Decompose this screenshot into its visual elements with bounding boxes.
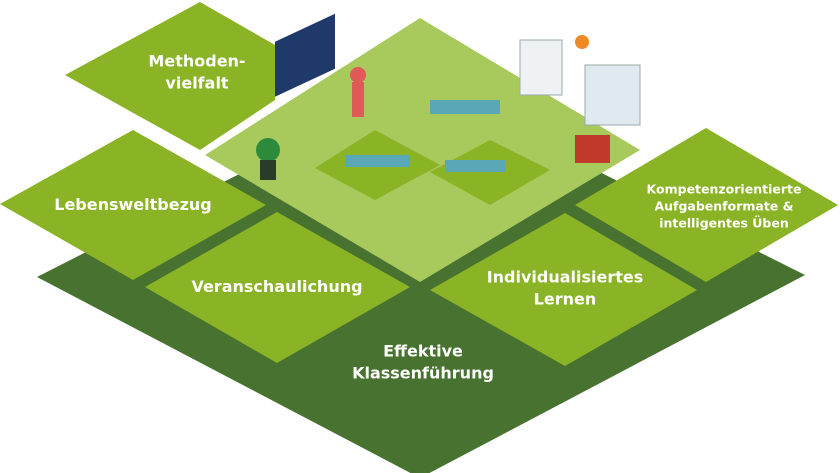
kompetenz-tile <box>575 128 838 282</box>
individualisiert-line1: Individualisiertes <box>486 267 644 287</box>
teacher-body-icon <box>352 82 364 117</box>
whiteboard-icon <box>519 39 563 96</box>
methoden-label: Methoden- vielfalt <box>148 50 245 93</box>
veranschaulichung-tile <box>145 212 410 363</box>
kompetenz-label: Kompetenzorientierte Aufgabenformate & i… <box>647 182 802 233</box>
emoji-icon <box>575 35 589 49</box>
plant-pot-icon <box>260 160 276 180</box>
individualisiert-tile <box>430 213 697 366</box>
screen-icon <box>584 64 641 126</box>
foundation-label: Effektive Klassenführung <box>352 340 494 383</box>
foundation-line2: Klassenführung <box>352 363 494 382</box>
individualisiert-line2: Lernen <box>533 289 597 308</box>
books-icon <box>575 135 610 163</box>
kompetenz-line3: intelligentes Üben <box>659 215 789 231</box>
plant-icon <box>256 138 280 162</box>
kompetenz-line1: Kompetenzorientierte <box>646 181 802 197</box>
chalkboard-icon <box>275 13 335 97</box>
rug-right <box>430 140 550 205</box>
lebenswelt-tile <box>0 130 266 280</box>
desk-icon <box>345 155 410 167</box>
kompetenz-line2: Aufgabenformate & <box>654 198 794 214</box>
methoden-line1: Methoden- <box>148 51 246 71</box>
lebenswelt-label: Lebensweltbezug <box>54 195 212 215</box>
individualisiert-label: Individualisiertes Lernen <box>487 266 644 309</box>
methoden-tile <box>65 2 275 150</box>
teacher-icon <box>350 67 366 83</box>
desk-icon <box>430 100 500 114</box>
desk-icon <box>445 160 505 172</box>
classroom-floor <box>205 18 640 282</box>
methoden-line2: vielfalt <box>165 73 229 92</box>
veranschaulichung-label: Veranschaulichung <box>191 277 363 297</box>
foundation-line1: Effektive <box>383 341 463 361</box>
